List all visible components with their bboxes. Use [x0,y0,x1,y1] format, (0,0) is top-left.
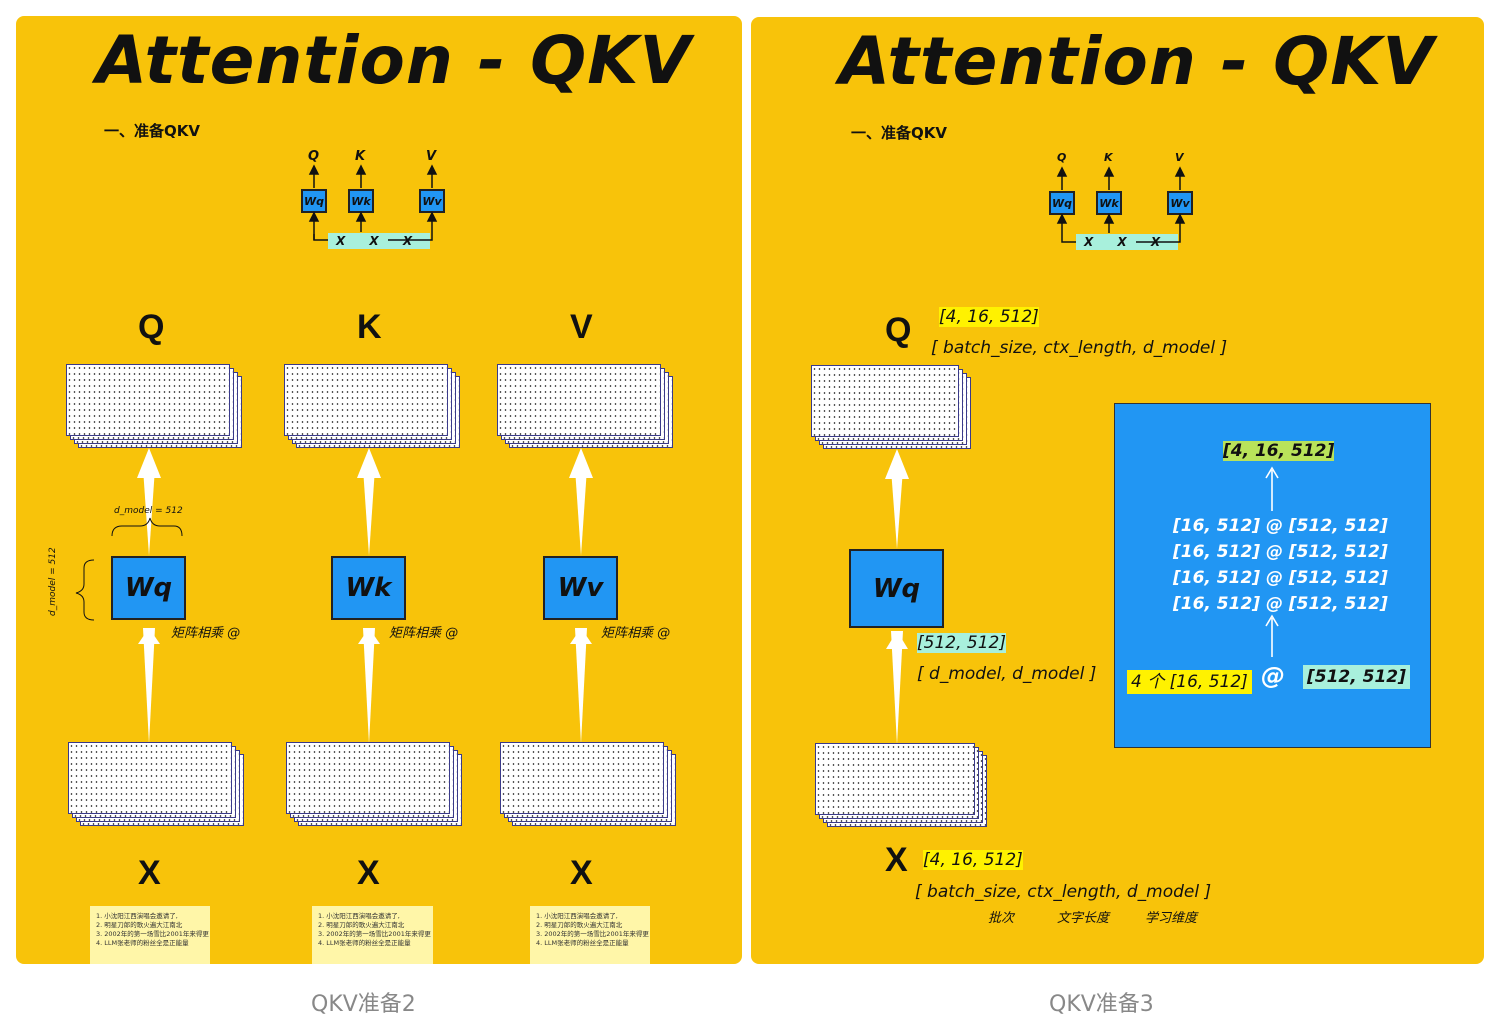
calc-right-operand: [512, 512] [1303,665,1410,689]
caption-left: QKV准备2 [311,992,416,1017]
mini-k-label: K [355,149,366,164]
x-sub-batch: 批次 [988,911,1015,926]
mini-v-label: V [1175,151,1184,164]
x-shape-text: [4, 16, 512] [923,850,1023,870]
k-label: K [357,308,382,346]
w-dims: [ d_model, d_model ] [917,664,1097,684]
caption-right: QKV准备3 [1049,992,1154,1017]
mini-wq-box: Wq [301,189,327,213]
note-line: 3. 2002年的第一场雪比2001年来得更 [96,930,209,938]
mini-q-label: Q [308,149,320,164]
calc-panel: [4, 16, 512] [16, 512] @ [512, 512] [16,… [1114,403,1431,748]
calc-result: [4, 16, 512] [1223,441,1335,461]
dim-label-horizontal: d_model = 512 [114,506,183,516]
matmul-label: 矩阵相乘 @ [171,626,241,641]
section-heading: 一、准备QKV [104,122,200,140]
calc-row: [16, 512] @ [512, 512] [1173,516,1388,536]
q-label: Q [138,308,165,346]
wq-box: Wq [849,549,944,628]
note-line: 2. 明星刀郎的歌火遍大江南北 [96,921,183,929]
calc-row: [16, 512] @ [512, 512] [1173,542,1388,562]
note-line: 4. LLM张老师的粉丝全是正能量 [318,939,411,947]
x-shape: [4, 16, 512] [923,850,1023,870]
mini-q-label: Q [1057,151,1067,164]
note-line: 4. LLM张老师的粉丝全是正能量 [536,939,629,947]
wk-box: Wk [331,556,406,620]
note-line: 1. 小沈阳江西演唱会邀请了, [96,912,178,920]
q-label: Q [885,311,912,349]
q-dims: [ batch_size, ctx_length, d_model ] [931,338,1228,358]
note-line: 3. 2002年的第一场雪比2001年来得更 [536,930,649,938]
wq-box: Wq [111,556,186,620]
calc-left-operand-text: 4 个 [16, 512] [1127,670,1252,694]
sticky-note: 1. 小沈阳江西演唱会邀请了, 2. 明星刀郎的歌火遍大江南北 3. 2002年… [312,906,433,964]
q-shape: [4, 16, 512] [939,307,1039,327]
mini-arrows [1056,166,1186,243]
matmul-label: 矩阵相乘 @ [389,626,459,641]
matrix-sheet [68,742,232,814]
note-line: 1. 小沈阳江西演唱会邀请了, [536,912,618,920]
calc-at: @ [1261,662,1285,690]
x-label: X [357,854,380,892]
panel-title: Attention - QKV [839,23,1435,100]
w-shape: [512, 512] [917,633,1006,653]
calc-row: [16, 512] @ [512, 512] [1173,594,1388,614]
matrix-sheet [497,364,661,436]
calc-arrows [1265,466,1279,657]
flow-arrows [75,448,593,744]
matrix-sheet [500,742,664,814]
x-sub-ctx: 文字长度 [1057,911,1110,926]
calc-result-text: [4, 16, 512] [1223,441,1335,461]
section-heading: 一、准备QKV [851,124,947,142]
matmul-label: 矩阵相乘 @ [601,626,671,641]
note-line: 4. LLM张老师的粉丝全是正能量 [96,939,189,947]
panel-qkv-prep-2: Attention - QKV 一、准备QKV Q K V Wq Wk Wv X… [16,16,742,964]
wv-box: Wv [543,556,618,620]
matrix-sheet [286,742,450,814]
x-label: X [138,854,161,892]
flow-arrows [885,449,909,745]
note-line: 2. 明星刀郎的歌火遍大江南北 [536,921,623,929]
matrix-sheet [66,364,230,436]
x-dims: [ batch_size, ctx_length, d_model ] [915,882,1212,902]
mini-x-inputs: X X X [328,233,431,249]
mini-v-label: V [426,149,437,164]
matrix-sheet [815,743,975,815]
v-label: V [570,308,593,346]
matrix-sheet [284,364,448,436]
sticky-note: 1. 小沈阳江西演唱会邀请了, 2. 明星刀郎的歌火遍大江南北 3. 2002年… [530,906,650,964]
dim-label-vertical: d_model = 512 [48,547,58,616]
mini-x-inputs: X X X [1076,234,1179,250]
note-line: 1. 小沈阳江西演唱会邀请了, [318,912,400,920]
calc-right-operand-text: [512, 512] [1303,665,1410,689]
note-line: 2. 明星刀郎的歌火遍大江南北 [318,921,405,929]
x-label: X [885,841,908,879]
q-shape-text: [4, 16, 512] [939,307,1039,327]
mini-wk-box: Wk [348,189,374,213]
note-line: 3. 2002年的第一场雪比2001年来得更 [318,930,431,938]
calc-row: [16, 512] @ [512, 512] [1173,568,1388,588]
mini-arrows [308,164,438,241]
sticky-note: 1. 小沈阳江西演唱会邀请了, 2. 明星刀郎的歌火遍大江南北 3. 2002年… [90,906,210,964]
calc-left-operand: 4 个 [16, 512] [1127,667,1252,694]
mini-k-label: K [1104,151,1113,164]
x-sub-dim: 学习维度 [1145,911,1198,926]
panel-title: Attention - QKV [96,22,692,99]
matrix-sheet [811,365,959,437]
w-shape-text: [512, 512] [917,633,1006,653]
x-label: X [570,854,593,892]
